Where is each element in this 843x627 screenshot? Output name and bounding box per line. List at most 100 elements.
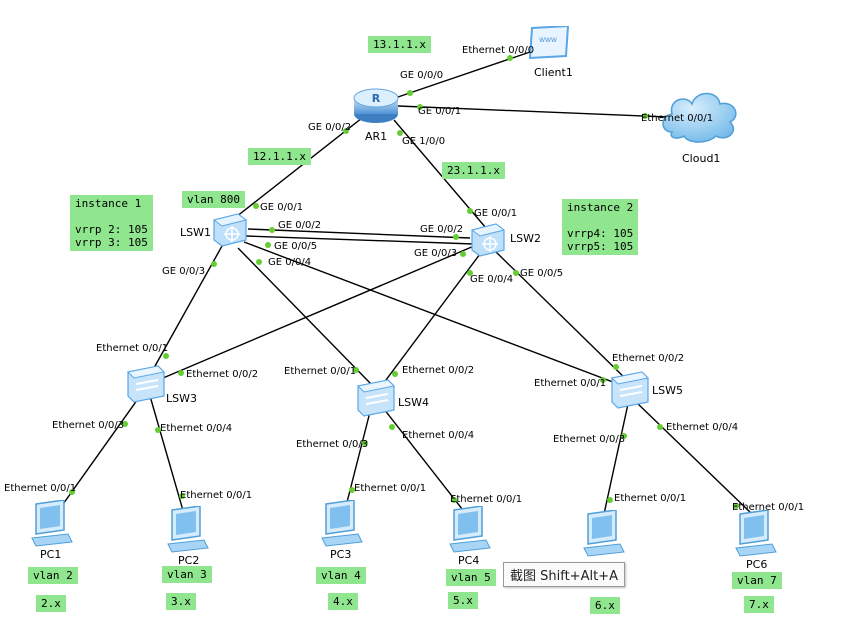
lsw5-name: LSW5 xyxy=(652,384,683,397)
port-pc6-eth: Ethernet 0/0/1 xyxy=(732,502,805,513)
pc6[interactable] xyxy=(732,509,778,558)
port-lsw2-ge005: GE 0/0/5 xyxy=(520,268,564,279)
port-lsw1-ge004: GE 0/0/4 xyxy=(268,257,312,268)
port-lsw3-e4: Ethernet 0/0/4 xyxy=(160,423,233,434)
client1-name: Client1 xyxy=(534,66,573,79)
port-lsw2-ge002: GE 0/0/2 xyxy=(420,224,464,235)
lsw4-switch[interactable] xyxy=(356,378,396,418)
port-lsw5-e4: Ethernet 0/0/4 xyxy=(666,422,739,433)
pc-icon xyxy=(735,509,777,557)
lsw2-switch[interactable] xyxy=(468,222,508,258)
pc5[interactable] xyxy=(580,509,626,558)
port-lsw3-e1: Ethernet 0/0/1 xyxy=(96,343,169,354)
pc6-name: PC6 xyxy=(746,558,768,571)
cloud1-name: Cloud1 xyxy=(682,152,721,165)
link-lsw2-lsw4 xyxy=(379,253,481,389)
lsw3-switch[interactable] xyxy=(126,364,166,404)
cloud1-device[interactable] xyxy=(658,84,742,144)
tag-instance2: instance 2 vrrp4: 105 vrrp5: 105 xyxy=(562,199,639,255)
port-dots xyxy=(69,55,739,509)
port-pc3-eth: Ethernet 0/0/1 xyxy=(354,483,427,494)
port-lsw5-e3: Ethernet 0/0/3 xyxy=(553,434,626,445)
ar1-name: AR1 xyxy=(365,130,388,143)
tag-vlan7: vlan 7 xyxy=(732,572,782,589)
pc1-name: PC1 xyxy=(40,548,62,561)
lsw1-switch[interactable] xyxy=(210,212,250,248)
pc-icon xyxy=(583,509,625,557)
l3-switch-icon xyxy=(212,213,248,247)
cloud-icon xyxy=(662,92,737,143)
pc4-name: PC4 xyxy=(458,554,480,567)
link-ar1-lsw1 xyxy=(235,117,363,218)
lsw2-name: LSW2 xyxy=(510,232,541,245)
port-lsw1-ge002: GE 0/0/2 xyxy=(278,220,322,231)
pc1[interactable] xyxy=(28,499,74,548)
port-lsw4-e3: Ethernet 0/0/3 xyxy=(296,439,369,450)
tag-net-13: 13.1.1.x xyxy=(368,36,431,53)
tag-vlan4: vlan 4 xyxy=(316,567,366,584)
link-ar1-cloud1 xyxy=(397,105,669,118)
link-lsw3-pc2 xyxy=(149,395,185,515)
pc3[interactable] xyxy=(318,499,364,548)
link-lsw4-pc4 xyxy=(379,403,467,515)
port-ar1-ge000: GE 0/0/0 xyxy=(400,70,444,81)
port-ar1-ge002: GE 0/0/2 xyxy=(308,122,352,133)
tag-net3: 3.x xyxy=(166,593,196,610)
tag-vlan5: vlan 5 xyxy=(446,569,496,586)
screenshot-tooltip: 截图 Shift+Alt+A xyxy=(503,562,625,587)
port-lsw4-e4: Ethernet 0/0/4 xyxy=(402,430,475,441)
pc-icon xyxy=(449,505,491,553)
port-pc1-eth: Ethernet 0/0/1 xyxy=(4,483,77,494)
port-pc5-eth: Ethernet 0/0/1 xyxy=(614,493,687,504)
pc-icon xyxy=(167,505,209,553)
ar1-router[interactable]: R xyxy=(353,86,399,126)
port-lsw5-e2: Ethernet 0/0/2 xyxy=(612,353,685,364)
port-pc2-eth: Ethernet 0/0/1 xyxy=(180,490,253,501)
link-lsw1-lsw4 xyxy=(237,247,373,386)
lsw4-name: LSW4 xyxy=(398,396,429,409)
client1-screen-text: WWW xyxy=(539,37,557,44)
port-ar1-ge100: GE 1/0/0 xyxy=(402,136,446,147)
port-lsw3-e3: Ethernet 0/0/3 xyxy=(52,420,125,431)
link-lsw2-lsw3 xyxy=(155,245,475,382)
port-lsw4-e2: Ethernet 0/0/2 xyxy=(402,365,475,376)
router-icon: R xyxy=(353,88,399,123)
tag-instance1: instance 1 vrrp 2: 105 vrrp 3: 105 xyxy=(70,195,153,251)
tag-net6: 6.x xyxy=(590,597,620,614)
tag-net2: 2.x xyxy=(36,595,66,612)
l3-switch-icon xyxy=(470,223,506,257)
svg-text:R: R xyxy=(372,92,381,105)
port-cloud1-eth: Ethernet 0/0/1 xyxy=(641,113,714,124)
port-ar1-ge001: GE 0/0/1 xyxy=(418,106,462,117)
tag-net7: 7.x xyxy=(744,596,774,613)
tag-net4: 4.x xyxy=(328,593,358,610)
tag-net-12: 12.1.1.x xyxy=(248,148,311,165)
pc3-name: PC3 xyxy=(330,548,352,561)
lsw5-switch[interactable] xyxy=(610,370,650,410)
pc2-name: PC2 xyxy=(178,554,200,567)
port-lsw3-e2: Ethernet 0/0/2 xyxy=(186,369,259,380)
link-lsw3-pc1 xyxy=(55,395,141,515)
port-lsw4-e1: Ethernet 0/0/1 xyxy=(284,366,357,377)
port-lsw1-ge001: GE 0/0/1 xyxy=(260,202,304,213)
link-lsw5-pc6 xyxy=(635,401,753,515)
port-lsw2-ge003: GE 0/0/3 xyxy=(414,248,458,259)
tag-net-23: 23.1.1.x xyxy=(442,162,505,179)
tag-vlan3: vlan 3 xyxy=(162,566,212,583)
port-client1-eth: Ethernet 0/0/0 xyxy=(462,45,535,56)
link-lsw1-lsw2-b xyxy=(245,235,475,245)
client1-device[interactable]: WWW xyxy=(528,24,572,62)
pc4[interactable] xyxy=(446,505,492,554)
port-lsw2-ge004: GE 0/0/4 xyxy=(470,274,514,285)
link-lsw1-lsw2-a xyxy=(247,228,471,239)
port-lsw1-ge005: GE 0/0/5 xyxy=(274,241,318,252)
tag-net5: 5.x xyxy=(448,592,478,609)
port-lsw5-e1: Ethernet 0/0/1 xyxy=(534,378,607,389)
link-lsw1-lsw3 xyxy=(149,245,223,376)
pc2[interactable] xyxy=(164,505,210,554)
lsw3-name: LSW3 xyxy=(166,392,197,405)
pc-icon xyxy=(31,499,73,547)
client-icon: WWW xyxy=(528,24,570,60)
link-lsw4-pc3 xyxy=(343,403,373,515)
